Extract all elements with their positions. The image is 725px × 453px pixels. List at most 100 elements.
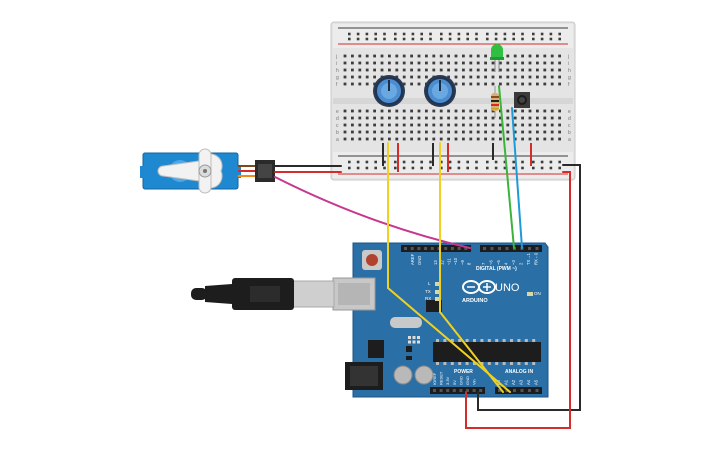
breadboard-hole — [358, 116, 362, 120]
servo-motor[interactable] — [140, 148, 275, 194]
breadboard-hole — [380, 116, 384, 120]
rail-hole — [558, 166, 561, 170]
wire-pot2-signal[interactable] — [439, 142, 504, 393]
power-pin-label: GND — [458, 376, 463, 385]
potentiometer-2[interactable] — [424, 75, 456, 107]
breadboard-hole — [469, 75, 473, 79]
breadboard-hole — [521, 75, 524, 79]
breadboard-hole — [380, 137, 384, 141]
breadboard-hole — [536, 54, 539, 58]
header-pin — [479, 389, 483, 392]
row-letter: j — [567, 54, 569, 60]
breadboard-hole — [447, 109, 450, 113]
header-pin — [444, 247, 448, 250]
breadboard-hole — [550, 109, 554, 113]
breadboard-hole — [536, 130, 539, 134]
gnd-pin-label: GND — [417, 256, 422, 265]
rail-hole — [411, 37, 415, 41]
chip-pin — [517, 339, 521, 342]
breadboard-hole — [365, 137, 369, 141]
breadboard-hole — [469, 116, 473, 120]
chip-pin — [487, 339, 491, 342]
breadboard-hole — [402, 130, 406, 134]
breadboard-hole — [476, 123, 480, 127]
rail-hole — [365, 32, 369, 36]
breadboard-hole — [550, 130, 554, 134]
rail-hole — [394, 32, 397, 36]
chip-pin — [480, 339, 484, 342]
breadboard-hole — [351, 130, 354, 134]
rail-hole — [521, 37, 524, 41]
breadboard-hole — [380, 123, 384, 127]
rail-hole — [558, 32, 561, 36]
header-pin — [417, 247, 421, 250]
breadboard-hole — [388, 116, 391, 120]
wire-led-signal[interactable] — [498, 85, 515, 249]
breadboard-hole — [558, 68, 561, 72]
wire-button-signal[interactable] — [511, 107, 523, 249]
aref-pin-label: AREF — [410, 253, 415, 265]
row-letter: b — [336, 130, 339, 136]
digital-pin-label: 2 — [519, 262, 524, 265]
row-letter: h — [336, 68, 339, 74]
chip-pin — [480, 362, 484, 365]
breadboard-hole — [536, 109, 539, 113]
breadboard-hole — [410, 61, 413, 65]
breadboard-hole — [550, 54, 554, 58]
breadboard-hole — [343, 82, 347, 86]
breadboard-hole — [343, 109, 347, 113]
row-letter: e — [568, 109, 571, 115]
row-letter: f — [336, 82, 338, 88]
breadboard-hole — [365, 82, 369, 86]
led-green[interactable] — [490, 44, 504, 72]
breadboard-hole — [484, 123, 487, 127]
rail-hole — [503, 160, 507, 164]
chip-pin — [495, 362, 499, 365]
breadboard-hole — [351, 82, 354, 86]
wire-servo-signal[interactable] — [274, 176, 471, 249]
breadboard-hole — [365, 109, 369, 113]
breadboard-hole — [454, 54, 458, 58]
rail-hole — [356, 166, 360, 170]
breadboard-hole — [402, 137, 406, 141]
breadboard-hole — [365, 130, 369, 134]
breadboard-hole — [425, 75, 428, 79]
rail-hole — [374, 166, 377, 170]
breadboard-hole — [351, 137, 354, 141]
breadboard-hole — [506, 109, 510, 113]
breadboard-hole — [439, 61, 443, 65]
power-pin-label: GND — [465, 376, 470, 385]
header-pin — [450, 247, 454, 250]
usb-cable — [191, 278, 335, 310]
rail-hole — [365, 160, 369, 164]
breadboard-hole — [425, 116, 428, 120]
header-pin — [459, 389, 463, 392]
breadboard-hole — [476, 68, 480, 72]
rail-hole — [394, 160, 397, 164]
breadboard-hole — [358, 68, 362, 72]
breadboard-hole — [476, 54, 480, 58]
pushbutton[interactable] — [514, 92, 530, 108]
breadboard-hole — [558, 137, 561, 141]
wire-5v[interactable] — [465, 171, 571, 429]
breadboard-hole — [528, 82, 532, 86]
rail-hole — [356, 160, 360, 164]
breadboard-hole — [513, 123, 517, 127]
wire-pot1-signal[interactable] — [387, 142, 511, 393]
rail-hole — [521, 160, 524, 164]
breadboard-hole — [447, 137, 450, 141]
breadboard-hole — [469, 82, 473, 86]
reset-button[interactable] — [366, 254, 378, 266]
breadboard-hole — [513, 82, 517, 86]
breadboard-hole — [491, 116, 495, 120]
rail-hole — [457, 37, 461, 41]
icsp-pin — [417, 340, 420, 344]
potentiometer-1[interactable] — [373, 75, 405, 107]
breadboard-hole — [476, 116, 480, 120]
breadboard-hole — [425, 137, 428, 141]
wire-ground[interactable] — [477, 164, 581, 411]
breadboard-hole — [521, 123, 524, 127]
breadboard-hole — [410, 109, 413, 113]
breadboard-hole — [432, 68, 436, 72]
rail-hole — [503, 32, 507, 36]
